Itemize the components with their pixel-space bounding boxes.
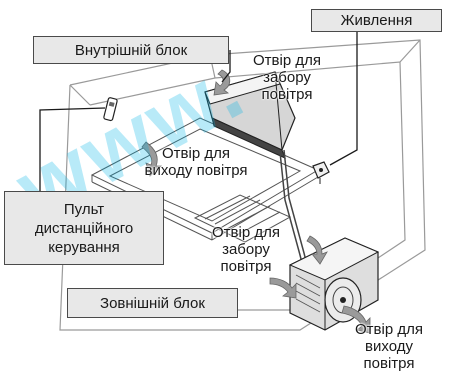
remote-control-graphic bbox=[103, 97, 118, 122]
indoor-unit-graphic bbox=[204, 71, 296, 159]
power-outlet-graphic bbox=[312, 161, 330, 184]
indoor-intake-label: Отвір для забору повітря bbox=[253, 52, 321, 103]
indoor-unit-label: Внутрішній блок bbox=[33, 36, 229, 64]
indoor-outlet-label: Отвір для виходу повітря bbox=[144, 145, 248, 179]
outdoor-outlet-label: Отвір для виходу повітря bbox=[355, 321, 423, 371]
airflow-arrows bbox=[141, 69, 371, 334]
outdoor-intake-label: Отвір для забору повітря bbox=[212, 224, 280, 275]
power-label: Живлення bbox=[311, 9, 442, 32]
leader-lines bbox=[39, 31, 358, 215]
outdoor-unit-label: Зовнішній блок bbox=[67, 288, 238, 318]
remote-control-label: Пульт дистанційного керування bbox=[4, 191, 164, 265]
outdoor-unit-graphic bbox=[288, 237, 380, 331]
